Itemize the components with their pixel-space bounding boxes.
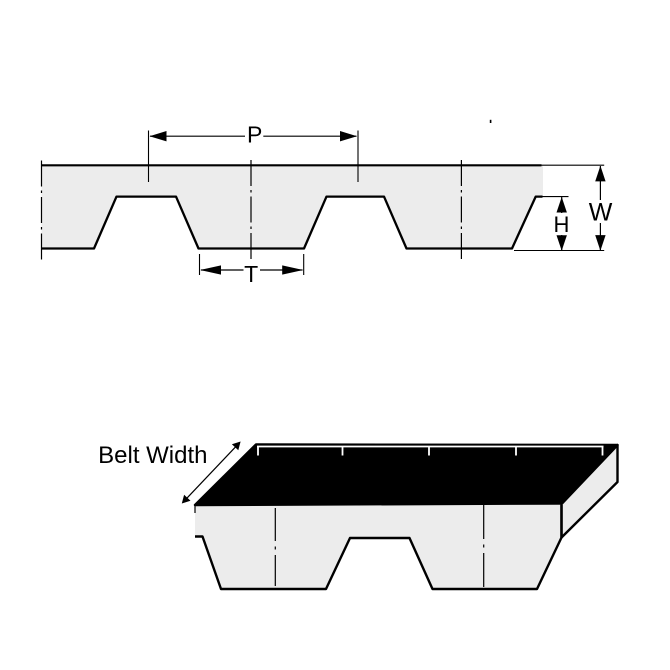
svg-text:W: W bbox=[589, 199, 613, 227]
svg-text:Belt Width: Belt Width bbox=[98, 442, 207, 469]
svg-text:T: T bbox=[244, 261, 258, 287]
svg-text:H: H bbox=[554, 212, 570, 237]
svg-text:P: P bbox=[247, 121, 262, 147]
